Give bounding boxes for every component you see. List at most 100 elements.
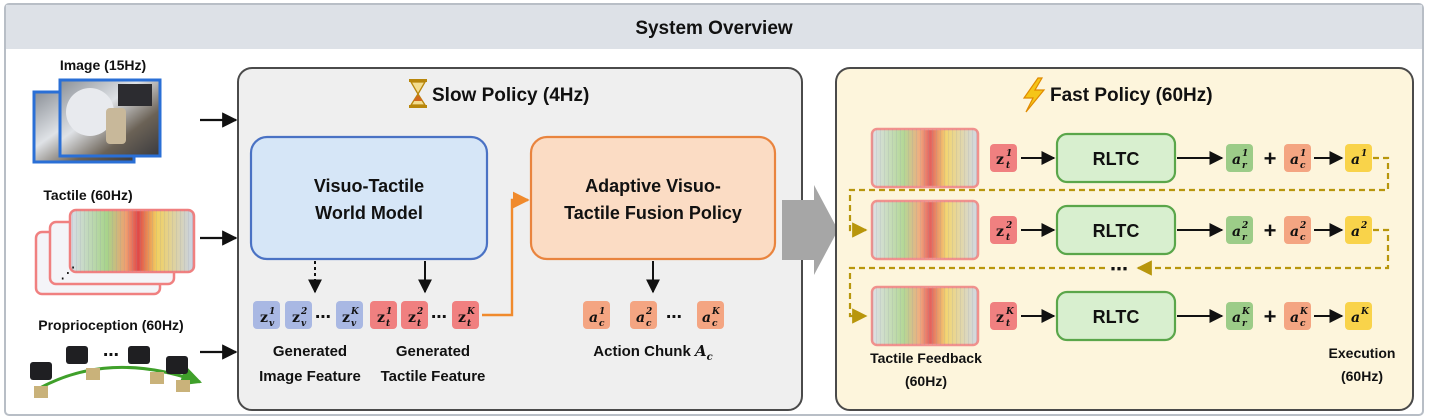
rltc-box [1055, 290, 1177, 342]
svg-text:z: z [342, 310, 350, 326]
svg-text:a: a [589, 310, 598, 326]
proprio-ellipsis: ⋯ [103, 347, 119, 364]
svg-text:r: r [1242, 319, 1248, 329]
page-title: System Overview [635, 18, 793, 39]
execution-action-token [1345, 216, 1372, 244]
execution-action-token [1345, 302, 1372, 330]
world-model-box [249, 135, 489, 261]
image-feature-label-line1: Generated [273, 343, 347, 360]
svg-text:a: a [1232, 224, 1241, 240]
residual-action-token [1226, 302, 1253, 330]
svg-text:c: c [1300, 161, 1306, 171]
action-tokens-ellipsis: ⋯ [666, 309, 682, 326]
fusion-policy-box [529, 135, 777, 261]
execution-label-line2: (60Hz) [1341, 368, 1383, 384]
svg-text:a: a [1290, 310, 1299, 326]
tactile-image-stack: ⋰ [34, 208, 196, 296]
hourglass-icon [409, 79, 427, 108]
svg-text:z: z [996, 152, 1004, 168]
svg-text:1: 1 [1242, 149, 1248, 159]
row2-to-ellipsis-dashed-arrow [1136, 228, 1390, 276]
tactile-input-label: Tactile (60Hz) [43, 187, 132, 203]
svg-text:c: c [646, 319, 652, 329]
svg-text:z: z [260, 310, 268, 326]
svg-text:2: 2 [300, 307, 307, 317]
fusion-policy-label-line1: Adaptive Visuo- [585, 176, 721, 196]
svg-text:K: K [1360, 307, 1370, 317]
rltc-label: RLTC [1093, 307, 1140, 327]
svg-text:t: t [386, 319, 391, 329]
svg-text:c: c [712, 319, 718, 329]
svg-text:1: 1 [599, 307, 605, 317]
svg-text:⋰: ⋰ [60, 265, 76, 282]
chunk-action-token [1284, 302, 1311, 330]
svg-text:r: r [1242, 161, 1248, 171]
action-chunk-label: Action Chunk Ac [593, 342, 712, 363]
svg-text:t: t [1006, 233, 1011, 243]
svg-text:t: t [467, 319, 472, 329]
svg-text:z: z [292, 310, 300, 326]
svg-text:v: v [351, 319, 357, 329]
svg-text:v: v [269, 319, 275, 329]
slow-policy-title: Slow Policy (4Hz) [432, 85, 589, 106]
execution-label-line1: Execution [1329, 345, 1396, 361]
slow-to-fast-arrow [782, 185, 838, 275]
chunk-action-token [1284, 144, 1311, 172]
svg-text:t: t [417, 319, 422, 329]
svg-text:1: 1 [1361, 149, 1367, 159]
svg-text:K: K [1005, 307, 1015, 317]
residual-action-token [1226, 144, 1253, 172]
svg-text:c: c [1300, 319, 1306, 329]
svg-text:2: 2 [1241, 221, 1248, 231]
image-feature-label-line2: Image Feature [259, 368, 361, 385]
svg-text:z: z [996, 310, 1004, 326]
plus-sign: + [1264, 304, 1277, 329]
svg-text:a: a [1351, 224, 1360, 240]
residual-action-token [1226, 216, 1253, 244]
svg-text:a: a [702, 310, 711, 326]
image-input-label: Image (15Hz) [60, 57, 146, 73]
svg-text:K: K [466, 307, 476, 317]
tactile-feedback-label-line2: (60Hz) [905, 373, 947, 389]
lightning-icon [1022, 77, 1046, 113]
world-model-label-line1: Visuo-Tactile [314, 176, 424, 196]
tactile-latent-token [990, 144, 1017, 172]
rltc-box [1055, 132, 1177, 184]
world-model-label-line2: World Model [315, 203, 423, 223]
svg-text:1: 1 [269, 307, 275, 317]
proprio-input-label: Proprioception (60Hz) [38, 317, 183, 333]
tactile-tokens-ellipsis: ⋯ [431, 309, 447, 326]
tactile-feature-label-line1: Generated [396, 343, 470, 360]
svg-text:t: t [1006, 161, 1011, 171]
rltc-label: RLTC [1093, 221, 1140, 241]
tactile-feature-label-line2: Tactile Feature [381, 368, 486, 385]
plus-sign: + [1264, 146, 1277, 171]
svg-text:a: a [1232, 152, 1241, 168]
svg-text:z: z [458, 310, 466, 326]
svg-text:a: a [636, 310, 645, 326]
tactile-to-fusion-arrow [482, 191, 530, 317]
ellipsis-to-row3-dashed-arrow [848, 266, 1105, 324]
rows-ellipsis: ⋯ [1110, 259, 1128, 279]
svg-text:r: r [1242, 233, 1248, 243]
svg-text:2: 2 [1299, 221, 1306, 231]
camera-image-stack [32, 78, 162, 164]
svg-text:a: a [1290, 152, 1299, 168]
svg-text:z: z [996, 224, 1004, 240]
plus-sign: + [1264, 218, 1277, 243]
svg-text:a: a [1351, 152, 1360, 168]
chunk-action-token [1284, 216, 1311, 244]
svg-text:z: z [408, 310, 416, 326]
title-bar [6, 5, 1422, 49]
svg-text:a: a [1351, 310, 1360, 326]
tactile-feedback-label-line1: Tactile Feedback [870, 350, 982, 366]
svg-text:t: t [1006, 319, 1011, 329]
svg-text:1: 1 [1300, 149, 1306, 159]
